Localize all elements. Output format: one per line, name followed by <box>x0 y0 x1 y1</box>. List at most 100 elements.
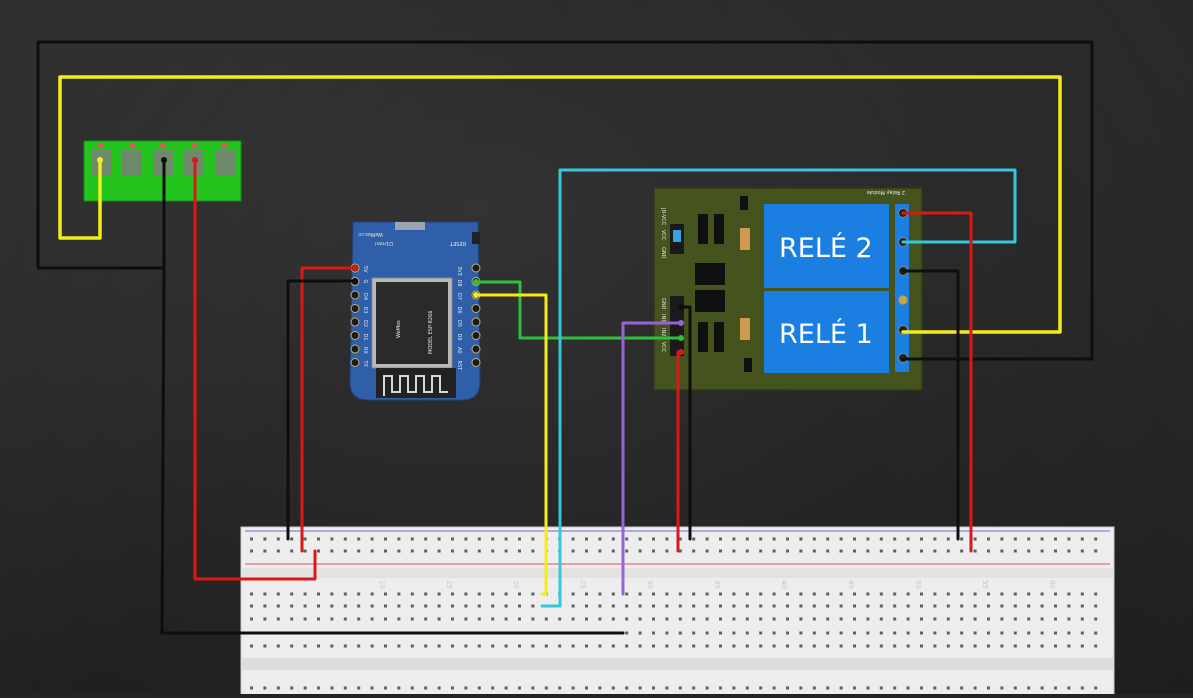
breadboard-hole <box>397 604 401 608</box>
breadboard-hole <box>920 644 923 648</box>
breadboard-hole <box>812 644 816 648</box>
breadboard-hole <box>370 592 374 596</box>
breadboard-hole <box>906 537 910 541</box>
breadboard-hole <box>1094 617 1098 621</box>
breadboard-hole <box>1094 644 1098 648</box>
breadboard-hole <box>960 604 964 608</box>
breadboard-hole <box>946 604 950 608</box>
breadboard-hole <box>638 631 642 635</box>
breadboard-hole <box>571 537 575 541</box>
wemos-pin-label-right: A0 <box>456 347 462 354</box>
breadboard-hole <box>477 549 481 553</box>
breadboard-hole <box>1000 686 1004 690</box>
breadboard-hole <box>853 686 856 690</box>
breadboard-hole <box>276 686 280 690</box>
breadboard-hole <box>920 592 923 596</box>
breadboard-hole <box>719 644 722 648</box>
breadboard-hole <box>906 631 910 635</box>
breadboard-hole <box>1027 644 1031 648</box>
diode-1 <box>698 214 708 244</box>
breadboard-hole <box>343 592 347 596</box>
breadboard-hole <box>960 617 964 621</box>
breadboard-hole <box>585 592 588 596</box>
breadboard-hole <box>973 549 977 553</box>
breadboard-hole <box>263 604 267 608</box>
pin-label-in1: IN1 <box>660 314 666 322</box>
pin-label-gnd-top: GND <box>660 247 666 259</box>
endpoint-g <box>352 278 358 284</box>
breadboard-hole <box>611 686 615 690</box>
breadboard-hole <box>665 644 669 648</box>
input-header <box>670 296 684 356</box>
antenna-trace <box>383 375 448 396</box>
breadboard-hole <box>933 686 937 690</box>
breadboard-hole <box>879 644 883 648</box>
breadboard-hole <box>826 686 830 690</box>
wire-red-relay-nc2 <box>901 211 973 553</box>
breadboard-hole <box>598 644 602 648</box>
breadboard-hole <box>250 686 253 690</box>
breadboard-hole <box>451 549 454 553</box>
wemos-pin-left <box>350 344 360 354</box>
wire-black-gnd-wemos <box>286 279 357 541</box>
wemos-pin-right <box>471 344 481 354</box>
breadboard-hole <box>705 592 709 596</box>
breadboard-hole <box>424 686 428 690</box>
breadboard-hole <box>933 549 937 553</box>
breadboard-hole <box>518 549 521 553</box>
breadboard-hole <box>317 549 320 553</box>
breadboard-hole <box>303 549 307 553</box>
wire-cyan-relay <box>540 168 1017 608</box>
wemos-pin-left <box>350 331 360 340</box>
breadboard-hole <box>477 617 481 621</box>
breadboard-hole <box>1080 537 1084 541</box>
breadboard-hole <box>357 604 361 608</box>
breadboard-hole <box>424 644 428 648</box>
breadboard-hole <box>611 604 615 608</box>
wemos-pin-right <box>471 317 481 327</box>
breadboard-hole <box>719 549 722 553</box>
terminal-pin-1 <box>98 143 104 148</box>
breadboard-hole <box>866 686 870 690</box>
breadboard-hole <box>504 604 508 608</box>
breadboard-hole <box>437 549 441 553</box>
breadboard-hole <box>772 644 776 648</box>
breadboard-hole <box>290 549 294 553</box>
wemos-pin-left <box>350 290 360 300</box>
breadboard-hole <box>1054 617 1057 621</box>
breadboard-hole <box>719 617 722 621</box>
breadboard-hole <box>678 537 682 541</box>
breadboard-hole <box>1013 604 1017 608</box>
breadboard-hole <box>1040 686 1044 690</box>
breadboard-hole <box>317 604 320 608</box>
breadboard-hole <box>357 686 361 690</box>
breadboard-hole <box>705 617 709 621</box>
breadboard-hole <box>250 604 253 608</box>
breadboard-hole <box>853 644 856 648</box>
breadboard-hole <box>745 617 749 621</box>
breadboard-hole <box>866 549 870 553</box>
breadboard-hole <box>1054 686 1057 690</box>
breadboard-hole <box>571 549 575 553</box>
breadboard-hole <box>491 644 495 648</box>
breadboard-hole <box>477 537 481 541</box>
breadboard-hole <box>638 617 642 621</box>
breadboard-hole <box>317 537 320 541</box>
breadboard-hole <box>250 617 253 621</box>
bb-col-20: 20 <box>512 580 520 589</box>
breadboard-hole <box>1013 631 1017 635</box>
breadboard-hole <box>1067 631 1071 635</box>
breadboard-hole <box>290 537 294 541</box>
breadboard-hole <box>745 549 749 553</box>
breadboard-hole <box>491 686 495 690</box>
breadboard-hole <box>1027 631 1031 635</box>
breadboard-hole <box>692 631 696 635</box>
breadboard-hole <box>786 617 789 621</box>
breadboard: 10 15 20 25 30 35 40 45 50 55 60 <box>240 526 1115 698</box>
breadboard-hole <box>692 537 696 541</box>
breadboard-hole <box>531 644 535 648</box>
breadboard-hole <box>839 592 843 596</box>
breadboard-hole <box>678 549 682 553</box>
breadboard-hole <box>987 549 990 553</box>
relay-module: 2 Relay Module RELÉ 2 RELÉ 1 JD-VCC VCC … <box>653 187 923 391</box>
